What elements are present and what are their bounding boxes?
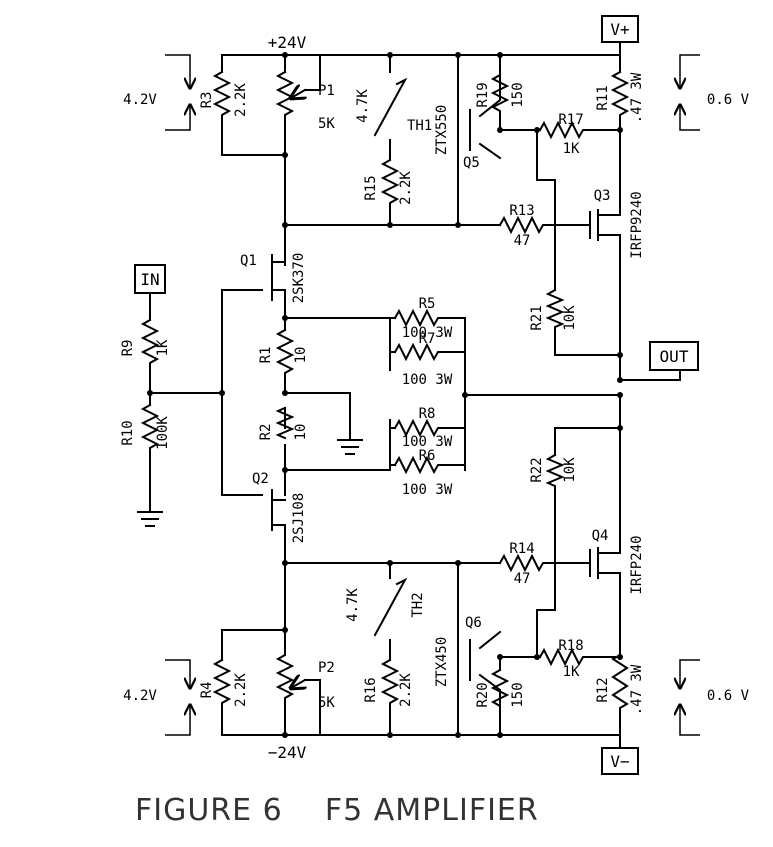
R9-value: 1K (155, 339, 171, 356)
bias-right-bottom: 0.6 V (707, 688, 750, 704)
R20-ref: R20 (475, 682, 491, 707)
terminal-output-label: OUT (660, 347, 689, 366)
terminal-vplus: V+ (601, 15, 639, 43)
R4-value: 2.2K (233, 673, 249, 707)
P1-ref: P1 (318, 83, 335, 99)
bias-right-top: 0.6 V (707, 92, 750, 108)
R2-ref: R2 (258, 424, 274, 441)
R11-ref: R11 (595, 85, 611, 110)
R6-ref: R6 (419, 448, 436, 464)
R19-value: 150 (510, 82, 526, 107)
TH2-value: 4.7K (345, 588, 361, 622)
R22-ref: R22 (529, 457, 545, 482)
Q1-ref: Q1 (240, 253, 257, 269)
TH1-ref: TH1 (407, 118, 432, 134)
ground-symbols (137, 439, 363, 527)
TH2-ref: TH2 (410, 592, 426, 617)
R2-value: 10 (293, 424, 309, 441)
R16-value: 2.2K (398, 673, 414, 707)
R14-ref: R14 (509, 541, 534, 557)
R10-ref: R10 (120, 420, 136, 445)
Q2-part: 2SJ108 (291, 493, 307, 544)
R17-value: 1K (563, 141, 580, 157)
R15-ref: R15 (363, 175, 379, 200)
terminal-vminus-label: V− (610, 752, 629, 771)
R7-value: 100 3W (402, 372, 453, 388)
R12-value: .47 3W (629, 664, 645, 715)
TH1-value: 4.7K (355, 89, 371, 123)
figure-title: FIGURE 6 F5 AMPLIFIER (135, 793, 539, 828)
Q3-part: IRFP9240 (629, 191, 645, 258)
R12-ref: R12 (595, 677, 611, 702)
Q4-ref: Q4 (592, 528, 609, 544)
rail-pos-label: +24V (268, 33, 307, 52)
R19-ref: R19 (475, 82, 491, 107)
R1-ref: R1 (258, 347, 274, 364)
R6-value: 100 3W (402, 482, 453, 498)
R18-value: 1K (563, 664, 580, 680)
junction-dots (147, 52, 623, 738)
Q4-part: IRFP240 (629, 535, 645, 594)
R7-ref: R7 (419, 331, 436, 347)
R15-value: 2.2K (398, 171, 414, 205)
resistor-symbols (140, 70, 630, 721)
R22-value: 10K (562, 457, 578, 483)
Q6-part: ZTX450 (434, 637, 450, 688)
bias-left-bottom: 4.2V (123, 688, 157, 704)
terminal-input: IN (134, 264, 166, 294)
R11-value: .47 3W (629, 72, 645, 123)
R20-value: 150 (510, 682, 526, 707)
R3-ref: R3 (199, 92, 215, 109)
terminal-output: OUT (649, 341, 699, 371)
R8-value: 100 3W (402, 434, 453, 450)
R17-ref: R17 (558, 112, 583, 128)
Q1-part: 2SK370 (291, 253, 307, 304)
bias-left-top: 4.2V (123, 92, 157, 108)
terminal-vplus-label: V+ (610, 20, 629, 39)
R16-ref: R16 (363, 677, 379, 702)
R13-ref: R13 (509, 203, 534, 219)
P2-ref: P2 (318, 660, 335, 676)
terminal-vminus: V− (601, 747, 639, 775)
wires (149, 41, 681, 749)
Q3-ref: Q3 (594, 188, 611, 204)
R4-ref: R4 (199, 682, 215, 699)
R21-ref: R21 (529, 305, 545, 330)
terminal-input-label: IN (140, 270, 159, 289)
R10-value: 100K (155, 416, 171, 450)
Q2-ref: Q2 (252, 471, 269, 487)
R9-ref: R9 (120, 340, 136, 357)
Q5-part: ZTX550 (434, 105, 450, 156)
rail-neg-label: −24V (268, 743, 307, 762)
R3-value: 2.2K (233, 83, 249, 117)
Q6-ref: Q6 (465, 615, 482, 631)
measurement-arrows (165, 54, 700, 736)
R21-value: 10K (562, 305, 578, 331)
R1-value: 10 (293, 347, 309, 364)
R5-value: 100 3W (402, 325, 453, 341)
P2-value: 5K (318, 695, 335, 711)
R18-ref: R18 (558, 638, 583, 654)
R5-ref: R5 (419, 296, 436, 312)
labels: +24V −24V 4.2V 4.2V 0.6 V 0.6 V R3 2.2K … (120, 33, 750, 828)
R14-value: 47 (514, 571, 531, 587)
R8-ref: R8 (419, 406, 436, 422)
R13-value: 47 (514, 233, 531, 249)
Q5-ref: Q5 (463, 155, 480, 171)
P1-value: 5K (318, 116, 335, 132)
